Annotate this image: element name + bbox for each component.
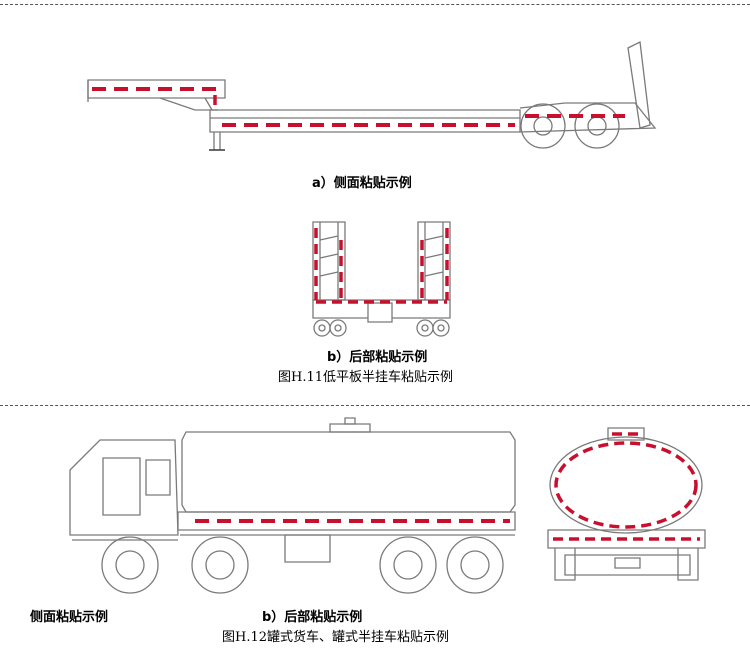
tank-truck-side-view [69, 417, 516, 594]
figure1-caption: 图H.11低平板半挂车粘贴示例 [278, 370, 454, 385]
lowbed-trailer-rear-view [312, 221, 451, 337]
section-divider-top [0, 4, 750, 5]
figure2-label-side: 侧面粘贴示例 [30, 610, 109, 625]
tank-truck-rear-view [547, 427, 706, 581]
figure2-caption: 图H.12罐式货车、罐式半挂车粘贴示例 [222, 630, 450, 645]
lowbed-trailer-side-view [87, 41, 657, 151]
figure2-label-rear: b）后部粘贴示例 [262, 610, 363, 625]
figure1-label-side: a）侧面粘贴示例 [312, 176, 412, 191]
figure1-label-rear: b）后部粘贴示例 [327, 350, 428, 365]
section-divider-middle [0, 405, 750, 406]
